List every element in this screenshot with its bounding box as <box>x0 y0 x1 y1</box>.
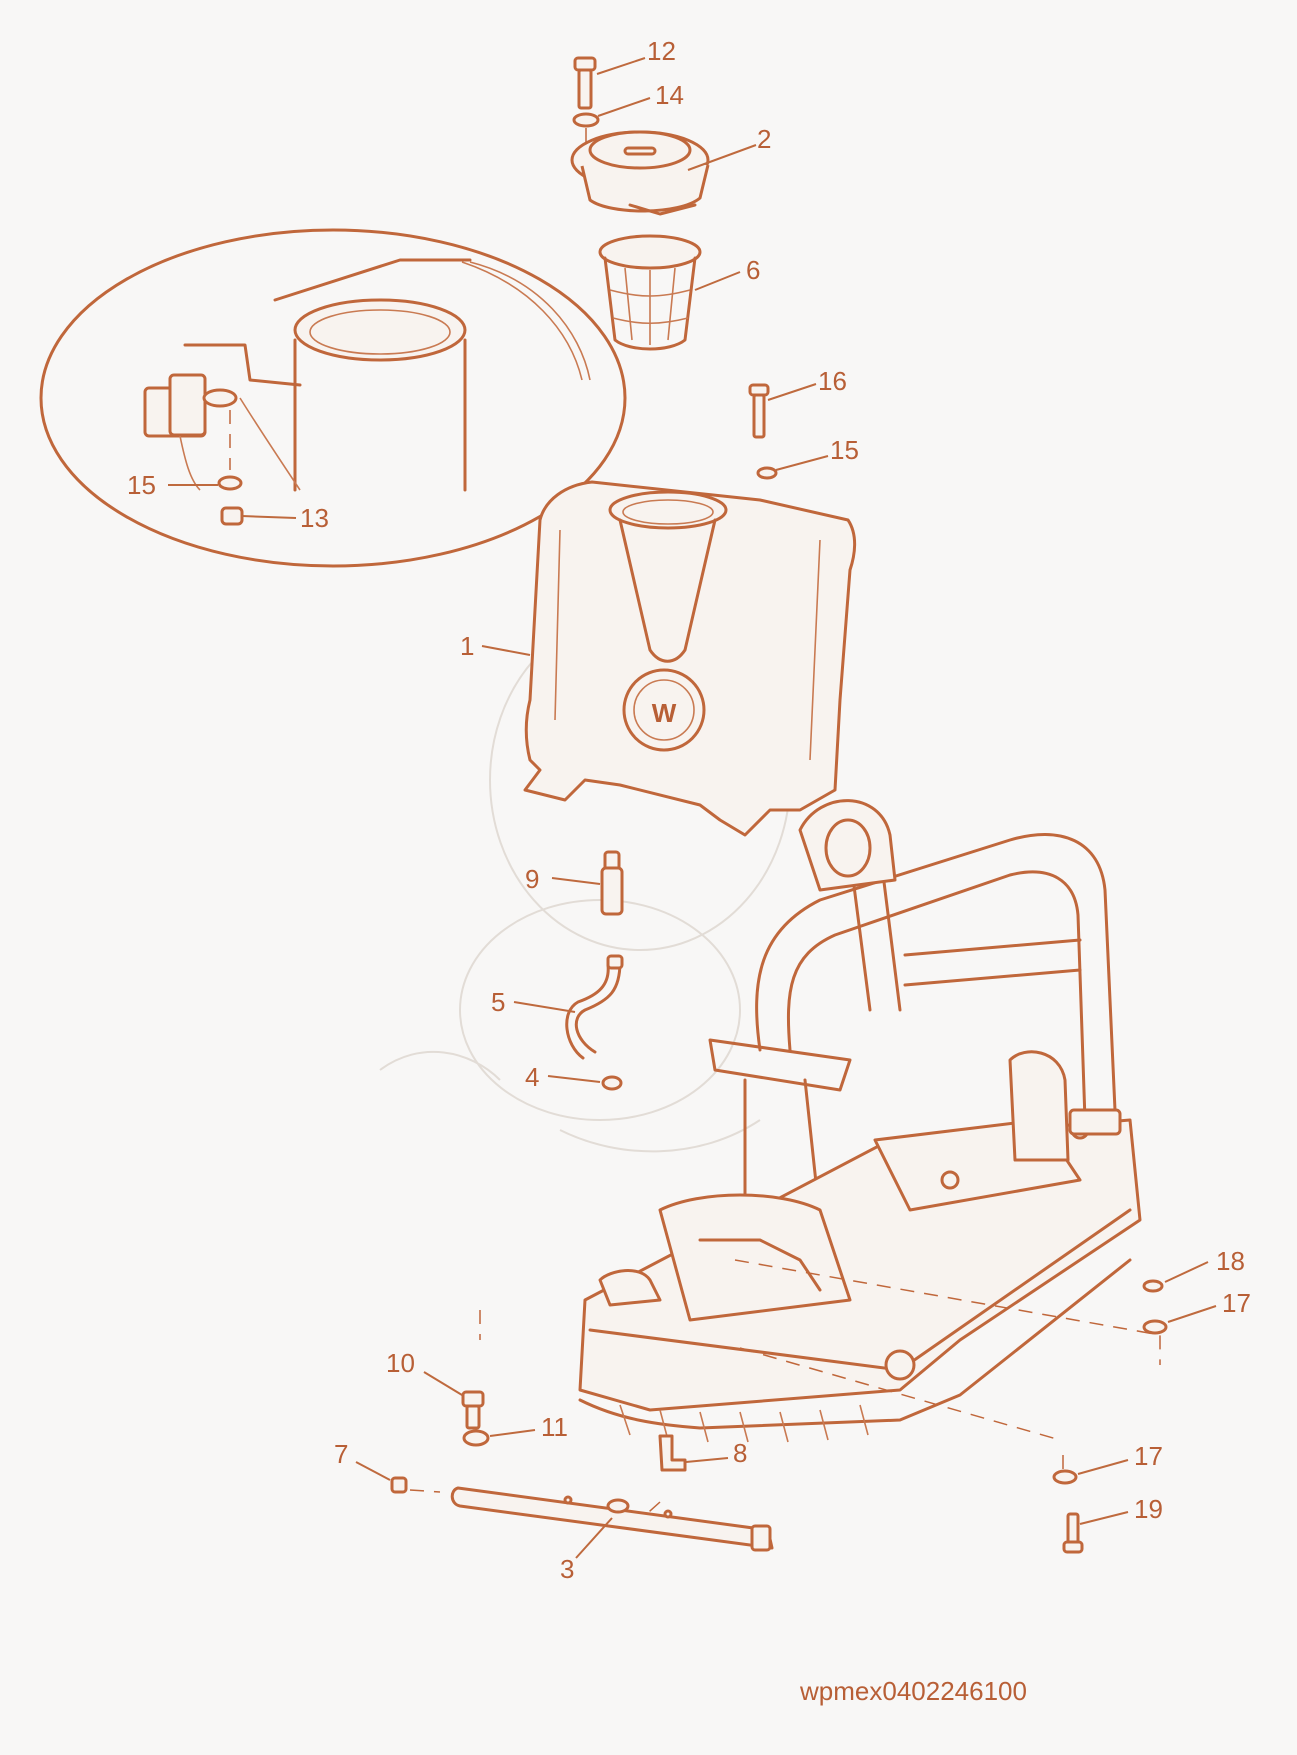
part-17-washer-lower <box>1052 1469 1078 1485</box>
part-10-bolt <box>461 1390 485 1430</box>
callout-11: 11 <box>541 1412 568 1442</box>
callout-12: 12 <box>647 36 676 66</box>
callout-13: 13 <box>300 503 329 533</box>
callout-10: 10 <box>386 1348 415 1378</box>
detail-view-ellipse <box>39 228 627 568</box>
callout-3: 3 <box>560 1554 574 1584</box>
callout-19: 19 <box>1134 1494 1163 1524</box>
part-19-bolt <box>1062 1512 1084 1554</box>
callout-17-upper: 17 <box>1222 1288 1251 1318</box>
part-4-clamp <box>601 1075 623 1091</box>
part-7-plug <box>390 1476 408 1494</box>
part-6-strainer <box>598 234 702 351</box>
callout-16: 16 <box>818 366 847 396</box>
drawing-code: wpmex0402246100 <box>799 1676 1027 1706</box>
part-14-washer <box>572 112 600 148</box>
callout-14: 14 <box>655 80 684 110</box>
callout-1: 1 <box>460 631 474 661</box>
leader-lines <box>168 57 1217 1559</box>
callout-2: 2 <box>757 124 771 154</box>
callout-8: 8 <box>733 1438 747 1468</box>
tank-logo: W <box>652 698 677 728</box>
part-5-hose <box>565 954 624 1060</box>
part-3-spray-bar <box>450 1486 774 1552</box>
part-18-washer <box>1142 1279 1164 1293</box>
part-17-washer-upper <box>1142 1319 1168 1335</box>
callout-18: 18 <box>1216 1246 1245 1276</box>
tank-logo-letter: W <box>652 698 677 728</box>
compactor-base <box>578 1050 1142 1443</box>
callout-15: 15 <box>830 435 859 465</box>
assembly-guide-lines <box>409 1259 1161 1521</box>
callout-4: 4 <box>525 1062 539 1092</box>
part-12-bolt <box>573 56 597 110</box>
guide-handle <box>708 799 1117 1222</box>
callout-5: 5 <box>491 987 505 1017</box>
callout-7: 7 <box>334 1439 348 1469</box>
part-8-elbow-fitting <box>658 1434 687 1472</box>
part-2-filler-cap <box>570 130 710 216</box>
callout-9: 9 <box>525 864 539 894</box>
callout-17-lower: 17 <box>1134 1441 1163 1471</box>
part-16-bolt <box>748 383 770 439</box>
callout-labels: 12 14 2 6 16 15 15 13 1 9 5 4 18 17 10 1… <box>127 36 1251 1584</box>
callout-15-detail: 15 <box>127 470 156 500</box>
callout-6: 6 <box>746 255 760 285</box>
part-9-fitting <box>600 850 624 916</box>
part-15-washer <box>756 466 778 480</box>
part-11-washer <box>462 1429 490 1447</box>
part-1-water-tank: W <box>523 480 857 837</box>
